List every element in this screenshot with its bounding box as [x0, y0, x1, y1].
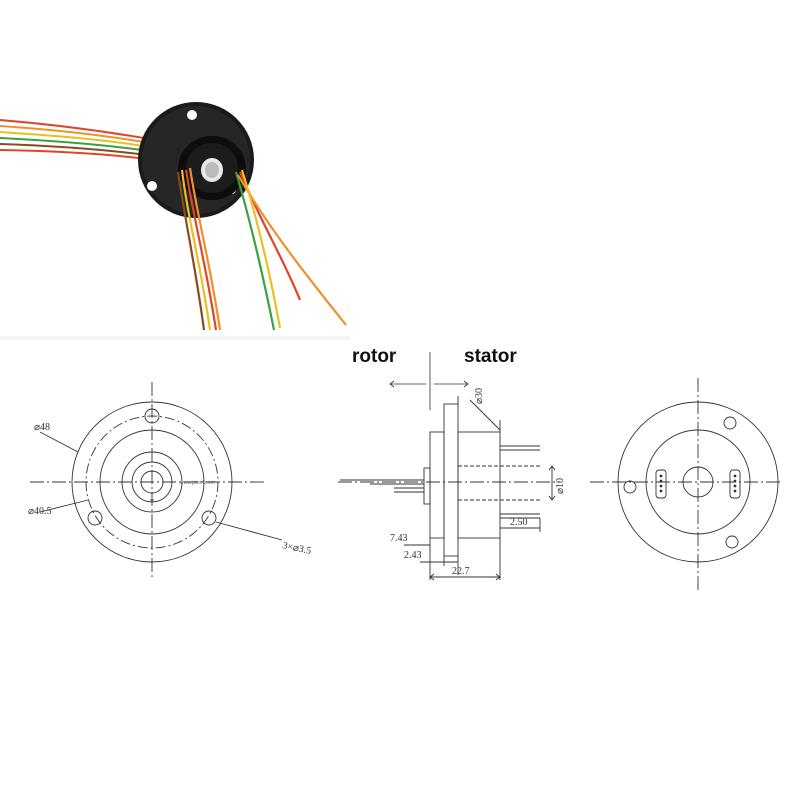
- rotor-stator-divider: [389, 352, 469, 410]
- side-view: [338, 396, 560, 581]
- terminal-pins: [659, 474, 737, 493]
- slip-ring-photo-icon: [0, 60, 350, 340]
- dim-22-7-label: 22.7: [452, 566, 470, 577]
- stator-label: stator: [464, 346, 517, 367]
- watermark-text: www.jstnet.com: [180, 480, 215, 486]
- dim-2-50-label: 2.50: [510, 517, 528, 528]
- bolt-circle-label: ⌀40.5: [28, 506, 52, 517]
- outer-diameter-label: ⌀48: [34, 422, 50, 433]
- flange-diameter-label: ⌀30: [474, 388, 485, 404]
- dim-7-43-label: 7.43: [390, 533, 408, 544]
- holes-label: 3×⌀3.5: [281, 540, 312, 557]
- bore-diameter-label: ⌀10: [555, 478, 566, 494]
- dim-2-43-label: 2.43: [404, 550, 422, 561]
- rotor-label: rotor: [352, 346, 397, 367]
- rear-view: [590, 378, 780, 590]
- front-view: [30, 382, 283, 580]
